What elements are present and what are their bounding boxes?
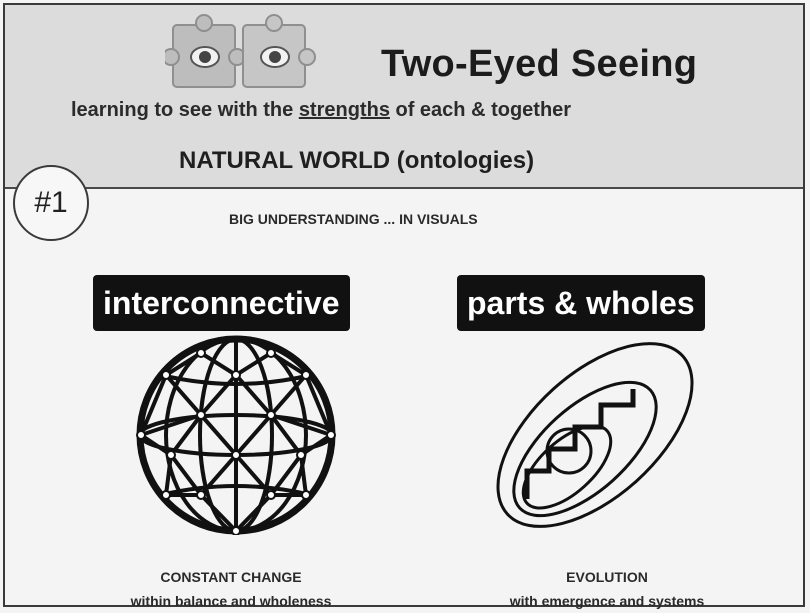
nested-ellipses-staircase-icon	[496, 342, 694, 528]
puzzle-pieces-eyes-icon	[165, 14, 316, 88]
number-badge: #1	[13, 165, 89, 241]
caption-title: CONSTANT CHANGE	[160, 569, 302, 585]
concept-label-parts-wholes: parts & wholes	[457, 275, 705, 331]
page-title: Two-Eyed Seeing	[381, 43, 698, 85]
concept-label-interconnective: interconnective	[93, 275, 350, 331]
section-title: NATURAL WORLD (ontologies)	[179, 147, 535, 174]
subtitle: learning to see with the strengths of ea…	[71, 99, 571, 122]
caption-title: EVOLUTION	[566, 569, 648, 585]
subtitle-text-start: learning to see with the	[71, 99, 299, 121]
caption-evolution: EVOLUTION with emergence and systems	[457, 565, 757, 613]
subtitle-text-end: of each & together	[389, 99, 572, 121]
geodesic-sphere-icon	[136, 335, 336, 535]
intro-heading: BIG UNDERSTANDING ... IN VISUALS	[229, 211, 478, 227]
header: Two-Eyed Seeing learning to see with the…	[5, 5, 803, 189]
caption-constant-change: CONSTANT CHANGE within balance and whole…	[81, 565, 381, 613]
caption-subtitle: within balance and wholeness	[130, 593, 332, 609]
slide-frame: Two-Eyed Seeing learning to see with the…	[3, 3, 805, 609]
subtitle-underlined-word: strengths	[298, 99, 390, 121]
caption-subtitle: with emergence and systems	[509, 593, 705, 609]
